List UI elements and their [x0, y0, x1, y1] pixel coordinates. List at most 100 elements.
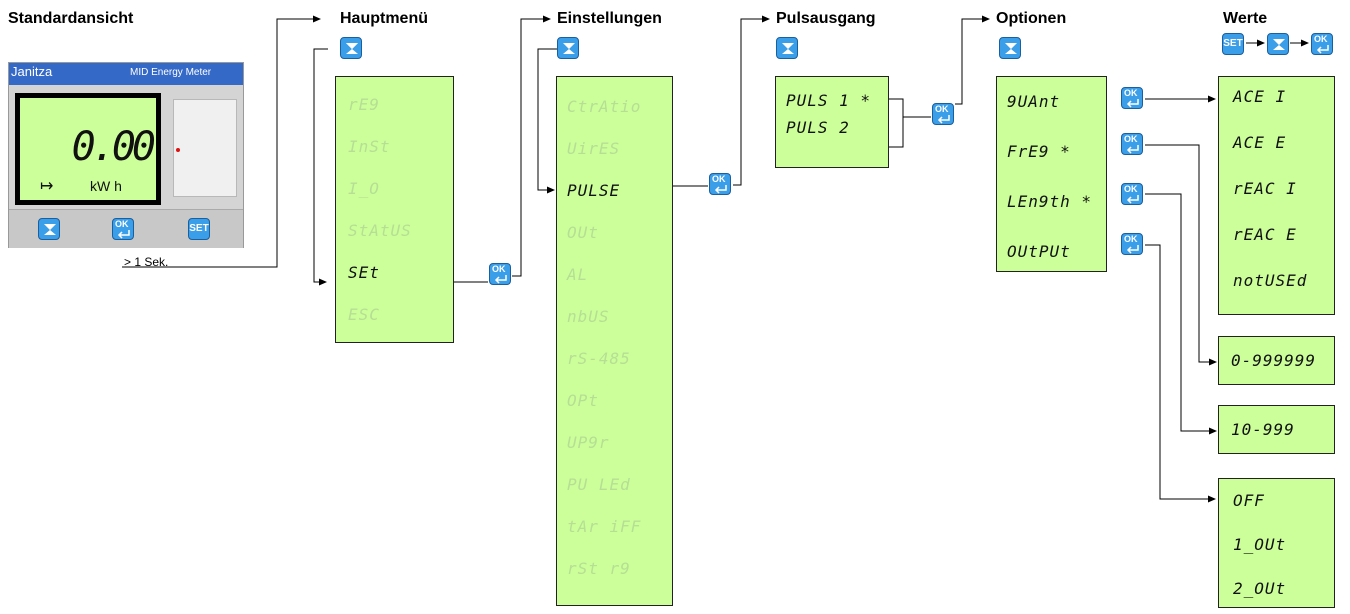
enter-icon — [117, 230, 130, 239]
heading-pulsausgang: Pulsausgang — [776, 10, 876, 27]
device-unit: kW h — [90, 178, 122, 194]
ok-label: OK — [115, 219, 129, 229]
pulsausgang-panel: PULS 1 * PULS 2 — [775, 76, 889, 168]
down-arrow-icon — [1005, 43, 1017, 54]
werte-quant-item: notUSEd — [1233, 271, 1308, 290]
ok-button[interactable]: OK — [709, 173, 731, 195]
down-arrow-icon — [44, 224, 56, 235]
heading-werte: Werte — [1223, 10, 1268, 27]
down-arrow-icon — [1273, 39, 1285, 50]
option-item: LEn9th * — [1007, 192, 1093, 211]
option-item: OUtPUt — [1007, 242, 1071, 261]
pulsausgang-item: PULS 1 * — [786, 91, 872, 110]
werte-output-panel: OFF 1_OUt 2_OUt — [1218, 478, 1335, 608]
werte-output-item: OFF — [1233, 491, 1265, 510]
heading-einstellungen: Einstellungen — [557, 10, 662, 27]
werte-freq-panel: 0-999999 — [1218, 336, 1335, 385]
status-led — [176, 148, 180, 152]
device-lcd: 0.00 ↦ kW h — [20, 98, 156, 200]
energy-meter-device: Janitza MID Energy Meter 0.00 ↦ kW h OK … — [8, 62, 244, 248]
hauptmenu-item: StAtUS — [348, 221, 412, 240]
einstellungen-item: rSt r9 — [567, 559, 631, 578]
werte-quant-item: rEAC I — [1233, 179, 1297, 198]
einstellungen-item: nbUS — [567, 307, 610, 326]
ok-label: OK — [1314, 34, 1328, 44]
device-ok-button[interactable]: OK — [112, 218, 134, 240]
down-button[interactable] — [1267, 33, 1289, 55]
werte-quant-item: rEAC E — [1233, 225, 1297, 244]
device-display: 0.00 ↦ kW h — [15, 93, 161, 205]
ok-label: OK — [1124, 184, 1138, 194]
hauptmenu-item: ESC — [348, 305, 380, 324]
down-button[interactable] — [340, 37, 362, 59]
device-brand: Janitza — [11, 64, 53, 79]
device-value: 0.00 — [71, 124, 156, 170]
device-label-area — [173, 99, 237, 197]
option-item: 9UAnt — [1007, 92, 1061, 111]
down-arrow-icon — [563, 43, 575, 54]
enter-icon — [1126, 145, 1139, 154]
ok-button[interactable]: OK — [932, 103, 954, 125]
set-button[interactable]: SET — [1222, 33, 1244, 55]
werte-length-panel: 10-999 — [1218, 405, 1335, 454]
einstellungen-item: UirES — [567, 139, 621, 158]
einstellungen-item: tAr iFF — [567, 517, 642, 536]
einstellungen-item: CtrAtio — [567, 97, 642, 116]
heading-optionen: Optionen — [996, 10, 1067, 27]
device-button-bar: OK SET — [9, 209, 243, 248]
werte-quant-item: ACE E — [1233, 133, 1287, 152]
einstellungen-item: OPt — [567, 391, 599, 410]
ok-button[interactable]: OK — [1121, 233, 1143, 255]
ok-button[interactable]: OK — [1121, 133, 1143, 155]
ok-label: OK — [1124, 134, 1138, 144]
einstellungen-item: PULSE — [567, 181, 621, 200]
ok-button[interactable]: OK — [1121, 183, 1143, 205]
device-model: MID Energy Meter — [130, 67, 212, 78]
device-header: Janitza MID Energy Meter — [9, 63, 243, 85]
enter-icon — [937, 115, 950, 124]
press-duration-note: > 1 Sek. — [124, 255, 169, 269]
einstellungen-item: OUt — [567, 223, 599, 242]
einstellungen-item: UP9r — [567, 433, 610, 452]
enter-icon — [1316, 45, 1329, 54]
enter-icon — [494, 275, 507, 284]
einstellungen-item: PU LEd — [567, 475, 631, 494]
einstellungen-item: AL — [567, 265, 589, 284]
ok-label: OK — [1124, 88, 1138, 98]
ok-label: OK — [1124, 234, 1138, 244]
enter-icon — [1126, 195, 1139, 204]
down-button[interactable] — [557, 37, 579, 59]
device-down-button[interactable] — [38, 218, 60, 240]
hauptmenu-item: InSt — [348, 137, 391, 156]
heading-hauptmenu: Hauptmenü — [340, 10, 428, 27]
pulsausgang-item: PULS 2 — [786, 118, 850, 137]
ok-button[interactable]: OK — [1121, 87, 1143, 109]
werte-output-item: 1_OUt — [1233, 535, 1287, 554]
einstellungen-item: rS-485 — [567, 349, 631, 368]
ok-button[interactable]: OK — [1311, 33, 1333, 55]
ok-label: OK — [712, 174, 726, 184]
direction-arrow-icon: ↦ — [40, 178, 54, 195]
down-button[interactable] — [999, 37, 1021, 59]
enter-icon — [1126, 245, 1139, 254]
enter-icon — [1126, 99, 1139, 108]
ok-label: OK — [492, 264, 506, 274]
werte-output-item: 2_OUt — [1233, 579, 1287, 598]
device-set-button[interactable]: SET — [188, 218, 210, 240]
ok-label: OK — [935, 104, 949, 114]
enter-icon — [714, 185, 727, 194]
option-item: FrE9 * — [1007, 142, 1071, 161]
ok-button[interactable]: OK — [489, 263, 511, 285]
freq-range: 0-999999 — [1231, 351, 1317, 370]
hauptmenu-item: SEt — [348, 263, 380, 282]
hauptmenu-item: rE9 — [348, 95, 380, 114]
heading-standardansicht: Standardansicht — [8, 10, 134, 27]
down-arrow-icon — [346, 43, 358, 54]
down-button[interactable] — [776, 37, 798, 59]
down-arrow-icon — [782, 43, 794, 54]
